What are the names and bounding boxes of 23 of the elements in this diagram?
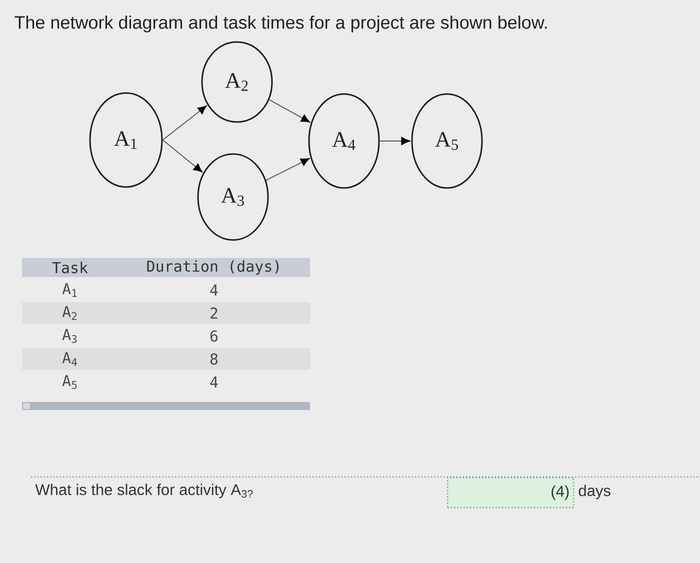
answer-box: (4) <box>447 477 574 508</box>
table-cell: A$_{2}$ <box>22 302 118 324</box>
cell-text: 6 <box>210 330 218 342</box>
activity-node: A$_{1}$ <box>89 92 163 188</box>
cell-text: A$_{5}$ <box>62 375 77 389</box>
cell-text: A$_{3}$ <box>62 329 77 343</box>
unit-label: days <box>578 484 610 500</box>
question-text: What is the slack for activity A$_{3?}$ <box>35 484 253 498</box>
activity-node: A$_{2}$ <box>201 41 273 123</box>
cell-text: A$_{1}$ <box>62 283 77 297</box>
arrow <box>266 158 310 181</box>
table-header: Task <box>22 258 118 277</box>
arrow <box>379 136 410 146</box>
arrow <box>268 99 310 122</box>
cell-text: 4 <box>210 376 218 388</box>
activity-node: A$_{5}$ <box>411 93 483 189</box>
activity-node: A$_{4}$ <box>308 93 380 189</box>
table-cell: A$_{4}$ <box>22 348 118 370</box>
arrow <box>162 106 207 140</box>
title: The network diagram and task times for a project are shown below. <box>14 16 547 32</box>
arrow <box>162 140 202 172</box>
activity-node: A$_{3}$ <box>197 153 269 241</box>
cell-text: 4 <box>210 284 218 296</box>
